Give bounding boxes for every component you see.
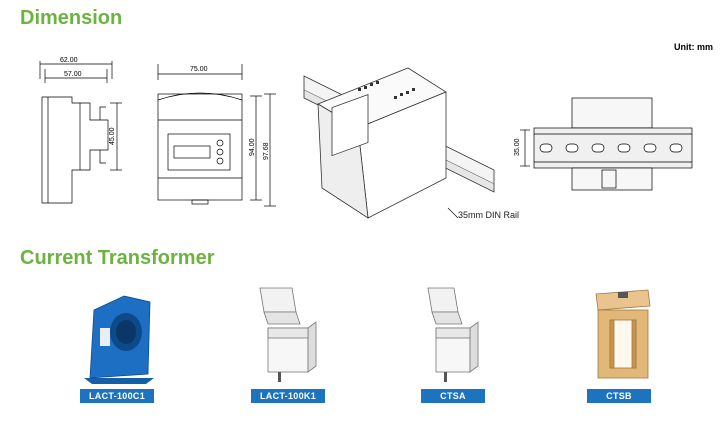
unit-label: Unit: mm — [674, 42, 713, 52]
ct-label-ctsa: CTSA — [421, 389, 485, 403]
ct-label-lact-100k1: LACT-100K1 — [251, 389, 325, 403]
din-rail-label: 35mm DIN Rail — [458, 210, 519, 220]
split-core-ct-icon — [259, 287, 317, 382]
dim-front-height-b: 97.68 — [263, 142, 270, 160]
dim-rail-height: 35.00 — [514, 138, 521, 156]
perspective-view-drawing: 35mm DIN Rail — [303, 67, 519, 220]
dim-front-height-a: 94.00 — [249, 138, 256, 156]
front-view-drawing: 75.00 94.00 97.68 — [157, 64, 276, 207]
dim-side-width-body: 57.00 — [64, 71, 82, 78]
side-view-drawing: 62.00 57.00 45.00 — [39, 57, 122, 204]
blue-ct-icon — [84, 295, 154, 384]
rail-slots — [539, 143, 683, 153]
current-transformer-heading: Current Transformer — [20, 247, 215, 269]
ct-label-ctsb: CTSB — [587, 389, 651, 403]
dim-front-width: 75.00 — [190, 66, 208, 73]
ct-label-lact-100c1: LACT-100C1 — [80, 389, 154, 403]
bar-ct-icon — [595, 289, 651, 379]
dim-side-width-total: 62.00 — [60, 57, 78, 64]
dimension-heading: Dimension — [20, 7, 123, 29]
rail-top-view-drawing: 35.00 — [514, 97, 693, 191]
split-core-ct-icon-2 — [427, 287, 479, 382]
dim-side-height: 45.00 — [109, 127, 116, 145]
